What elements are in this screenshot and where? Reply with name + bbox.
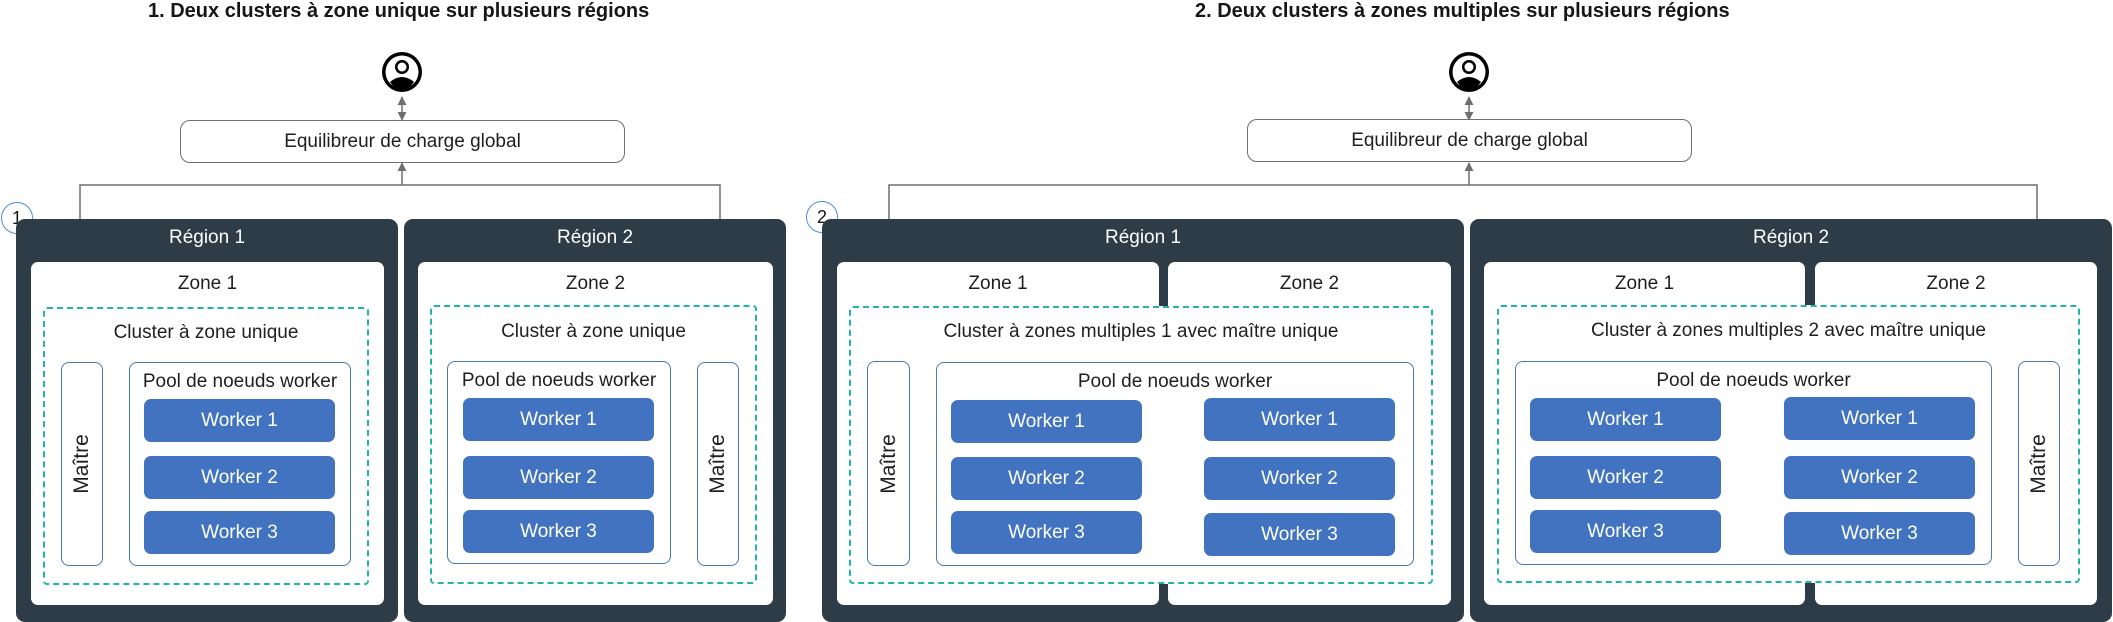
master-label: Maître	[706, 434, 730, 494]
worker-pool-label: Pool de noeuds worker	[1077, 371, 1273, 392]
single-zone-cluster-1[interactable]	[43, 307, 369, 585]
diagram-1-badge-number: 1	[11, 207, 22, 228]
zone-1-label: Zone 1	[1614, 273, 1675, 294]
worker-node[interactable]: Worker 1	[144, 399, 335, 442]
zone-2-label: Zone 2	[565, 273, 626, 294]
cluster-1-label: Cluster à zones multiples 1 avec maître …	[943, 321, 1339, 342]
cluster-1-label: Cluster à zone unique	[113, 322, 299, 343]
zone-2-label: Zone 2	[1926, 273, 1986, 294]
zone-1-label: Zone 1	[177, 273, 238, 294]
worker-node[interactable]: Worker 3	[463, 510, 654, 553]
master-label: Maître	[2027, 433, 2051, 494]
worker-node[interactable]: Worker 1	[1784, 397, 1975, 440]
worker-node[interactable]: Worker 3	[144, 511, 335, 554]
worker-node[interactable]: Worker 1	[1530, 398, 1721, 441]
multi-zone-cluster-2[interactable]	[1497, 305, 2080, 583]
worker-node[interactable]: Worker 3	[1204, 513, 1395, 556]
region-2-label: Région 2	[556, 227, 634, 248]
worker-node[interactable]: Worker 3	[1784, 512, 1975, 555]
cluster-2-label: Cluster à zone unique	[501, 321, 686, 342]
global-load-balancer[interactable]: Equilibreur de charge global	[1247, 119, 1692, 162]
diagram-2-badge-number: 2	[816, 206, 827, 227]
global-load-balancer[interactable]: Equilibreur de charge global	[180, 120, 625, 163]
worker-pool-label: Pool de noeuds worker	[1656, 370, 1851, 391]
master-node-2[interactable]: Maître	[2018, 361, 2060, 566]
cluster-2-label: Cluster à zones multiples 2 avec maître …	[1591, 320, 1986, 341]
master-node-1[interactable]: Maître	[61, 362, 103, 566]
worker-node[interactable]: Worker 2	[1784, 456, 1975, 499]
region-1-label: Région 1	[1104, 227, 1182, 248]
worker-node[interactable]: Worker 3	[1530, 510, 1721, 553]
global-load-balancer-label: Equilibreur de charge global	[284, 130, 521, 152]
worker-node[interactable]: Worker 1	[463, 398, 654, 441]
user-icon	[382, 52, 422, 92]
worker-pool-label: Pool de noeuds worker	[142, 371, 338, 392]
single-zone-cluster-2[interactable]	[430, 305, 757, 584]
global-load-balancer-label: Equilibreur de charge global	[1351, 129, 1588, 151]
worker-node[interactable]: Worker 2	[951, 457, 1142, 500]
worker-node[interactable]: Worker 2	[463, 456, 654, 499]
worker-pool-label: Pool de noeuds worker	[461, 370, 657, 391]
zone-2-label: Zone 2	[1279, 273, 1340, 294]
worker-node[interactable]: Worker 2	[144, 456, 335, 499]
diagram-2-title: 2. Deux clusters à zones multiples sur p…	[1195, 0, 1730, 22]
worker-node[interactable]: Worker 2	[1530, 456, 1721, 499]
multi-zone-cluster-1[interactable]	[849, 306, 1433, 584]
diagram-1-title: 1. Deux clusters à zone unique sur plusi…	[148, 0, 650, 22]
zone-1-label: Zone 1	[968, 273, 1028, 294]
worker-node[interactable]: Worker 3	[951, 511, 1142, 554]
user-icon	[1449, 52, 1489, 92]
worker-node[interactable]: Worker 2	[1204, 457, 1395, 500]
master-label: Maître	[876, 433, 900, 494]
region-1-label: Région 1	[168, 227, 246, 248]
worker-node[interactable]: Worker 1	[1204, 398, 1395, 441]
worker-node[interactable]: Worker 1	[951, 400, 1142, 443]
master-node-1[interactable]: Maître	[867, 361, 910, 566]
region-2-label: Région 2	[1752, 227, 1830, 248]
master-label: Maître	[70, 434, 94, 494]
master-node-2[interactable]: Maître	[697, 362, 739, 566]
